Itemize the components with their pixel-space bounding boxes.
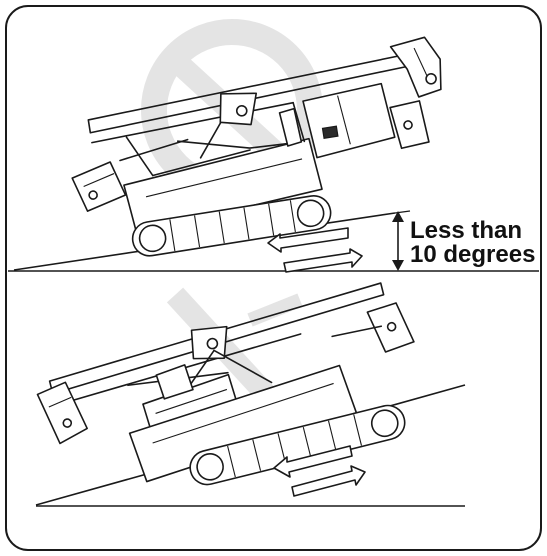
double-arrow-icon-bottom: [273, 445, 366, 497]
angle-label-line1: Less than: [410, 217, 522, 244]
angle-label-line2: 10 degrees: [410, 241, 535, 268]
top-panel: Less than 10 degrees: [13, 19, 535, 273]
crane-bottom: [36, 282, 415, 486]
double-arrow-icon: [267, 227, 363, 273]
bottom-panel: [35, 282, 466, 507]
angle-dimension-arrow-icon: [392, 211, 404, 271]
crane-top: [71, 36, 442, 257]
